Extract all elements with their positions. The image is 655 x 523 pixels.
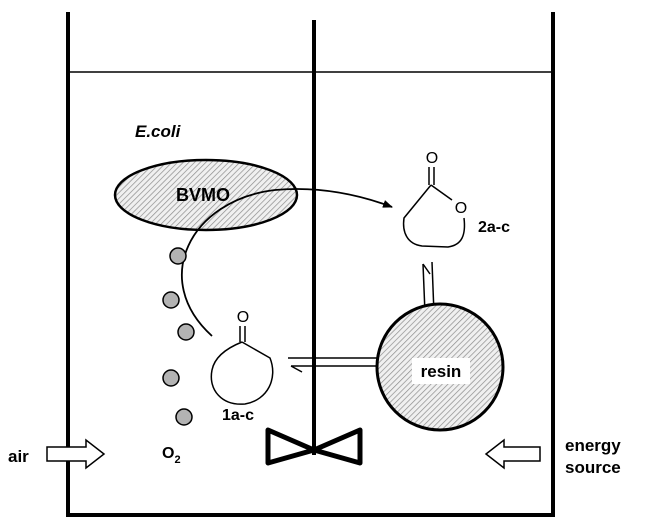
oxygen-label: O2 <box>162 445 181 466</box>
resin-label: resin <box>421 362 462 381</box>
ecoli-cell-ellipse <box>113 158 299 232</box>
stirrer-impeller <box>265 427 363 466</box>
air-inlet-arrow <box>46 438 106 470</box>
energy-source-arrow <box>484 438 541 470</box>
ketone-structure: O <box>210 309 274 405</box>
bvmo-label: BVMO <box>176 185 230 205</box>
oxygen-bubble <box>177 323 195 341</box>
resin-label-background <box>412 358 470 384</box>
energy-source-label-line1: energy <box>565 436 621 455</box>
substrate-label: 1a-c <box>222 407 254 424</box>
oxygen-bubble <box>175 408 193 426</box>
product-label: 2a-c <box>478 219 510 236</box>
conversion-arrow <box>181 188 393 337</box>
lactone-carbonyl-oxygen-label: O <box>426 150 438 167</box>
lactone-ring-oxygen-label: O <box>455 200 467 217</box>
oxygen-bubble <box>162 369 180 387</box>
lactone-structure: O O <box>402 150 467 248</box>
oxygen-bubble <box>162 291 180 309</box>
ecoli-label: E.coli <box>135 122 182 141</box>
air-label: air <box>8 447 29 466</box>
reactor-vessel <box>66 12 555 517</box>
ketone-oxygen-label: O <box>237 309 249 326</box>
oxygen-bubble <box>169 247 187 265</box>
energy-source-label-line2: source <box>565 458 621 477</box>
oxygen-bubbles <box>162 247 195 426</box>
